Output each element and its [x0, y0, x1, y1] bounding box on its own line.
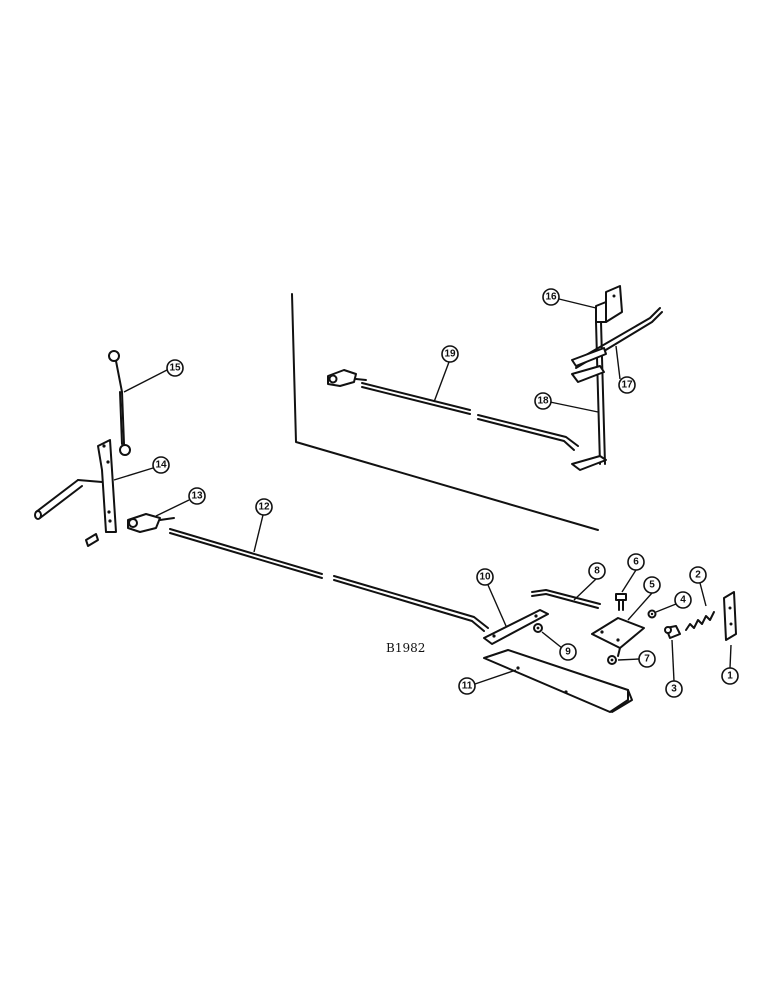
pedal-plate: [483, 649, 633, 713]
callout-17: 17: [615, 345, 636, 394]
svg-text:13: 13: [191, 491, 203, 502]
svg-text:5: 5: [649, 580, 655, 591]
svg-text:6: 6: [633, 557, 639, 568]
svg-text:18: 18: [537, 396, 549, 407]
svg-text:15: 15: [169, 363, 181, 374]
svg-text:10: 10: [479, 572, 491, 583]
small-bracket: [723, 591, 737, 641]
callout-12: 12: [253, 498, 273, 553]
callout-5: 5: [627, 576, 661, 621]
callout-9: 9: [541, 631, 577, 661]
washer: [647, 609, 657, 619]
svg-text:3: 3: [671, 684, 677, 695]
figure-code: B1982: [386, 641, 425, 655]
svg-text:9: 9: [565, 647, 571, 658]
flat-link: [483, 609, 549, 645]
control-lever: [108, 350, 131, 456]
callout-14: 14: [113, 456, 170, 481]
svg-text:8: 8: [594, 566, 600, 577]
svg-text:14: 14: [155, 460, 167, 471]
callout-15: 15: [123, 359, 184, 393]
bracket: [595, 285, 623, 323]
svg-text:17: 17: [621, 380, 633, 391]
control-rod-upper: [327, 369, 579, 451]
lever-arm: [34, 439, 117, 533]
callout-13: 13: [155, 487, 206, 517]
callout-16: 16: [542, 288, 597, 309]
callout-8: 8: [573, 562, 606, 601]
svg-text:12: 12: [258, 502, 270, 513]
vertical-shaft: [571, 321, 607, 471]
cap-screw: [615, 593, 627, 611]
arm-rod: [571, 307, 663, 369]
bent-rod: [531, 589, 601, 609]
svg-text:4: 4: [680, 595, 686, 606]
lock-nut-9: [533, 623, 543, 633]
svg-text:7: 7: [644, 654, 650, 665]
callout-7: 7: [617, 650, 656, 668]
svg-text:11: 11: [462, 681, 473, 692]
callout-10: 10: [476, 568, 507, 627]
callout-6: 6: [621, 553, 645, 593]
callout-3: 3: [665, 639, 683, 698]
svg-text:1: 1: [727, 671, 733, 682]
callout-1: 1: [721, 644, 739, 685]
callout-11: 11: [458, 669, 517, 695]
spring: [685, 611, 715, 631]
callout-2: 2: [689, 566, 707, 607]
clip: [664, 625, 681, 639]
svg-text:16: 16: [545, 292, 557, 303]
callout-19: 19: [433, 345, 459, 403]
callout-4: 4: [655, 591, 692, 613]
control-rod-lower: [169, 528, 489, 632]
bolt: [85, 533, 99, 547]
clevis-yoke: [127, 513, 175, 533]
panel-outline: [291, 293, 599, 531]
lock-nut-7: [607, 655, 617, 665]
callout-18: 18: [534, 392, 599, 413]
svg-text:2: 2: [695, 570, 701, 581]
svg-text:19: 19: [444, 349, 456, 360]
mounting-plate: [591, 617, 645, 657]
